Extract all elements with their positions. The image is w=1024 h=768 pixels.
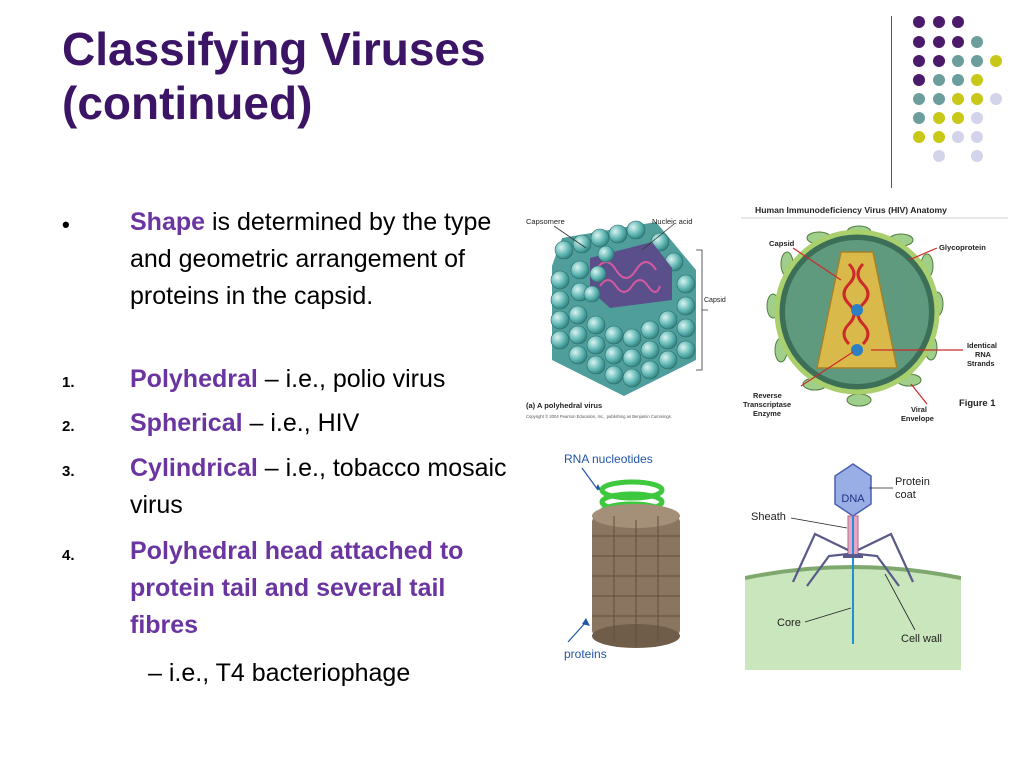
dot [913, 74, 925, 86]
dot [990, 93, 1002, 105]
dot [971, 150, 983, 162]
label-rna-nucleotides: RNA nucleotides [564, 452, 653, 466]
rna-strands [842, 262, 870, 346]
bacteriophage-figure: DNA Protein coat Sheath Core Cell wall [745, 463, 961, 670]
label-protein: Protein [895, 476, 930, 488]
dot [933, 74, 945, 86]
label-enzyme: Enzyme [753, 409, 781, 418]
dot [952, 74, 964, 86]
label-glycoprotein: Glycoprotein [939, 243, 986, 252]
protein-coat-head [834, 463, 872, 517]
list-item-spherical: Spherical – i.e., HIV [130, 405, 510, 442]
keyword-shape: Shape [130, 208, 206, 236]
dot [971, 36, 983, 48]
title-line-1: Classifying Viruses [62, 23, 486, 75]
label-rna: RNA [975, 350, 992, 359]
label-capsomere: Capsomere [526, 217, 565, 226]
dot [933, 55, 945, 67]
label-figure-1: Figure 1 [959, 397, 995, 408]
dot [913, 16, 925, 28]
bullet-shape: Shape is determined by the type and geom… [130, 204, 520, 315]
tail-fibres [792, 532, 914, 587]
list-marker-2: 2. [62, 418, 75, 435]
list-item-polyhedral-head: Polyhedral head attached to protein tail… [130, 533, 520, 644]
divider-line [891, 16, 892, 188]
label-core: Core [777, 617, 801, 629]
dot [971, 112, 983, 124]
list-marker-1: 1. [62, 374, 75, 391]
label-identical: Identical [967, 341, 997, 350]
keyword-polyhedral-head: Polyhedral head attached to protein tail… [130, 537, 464, 639]
dot [952, 55, 964, 67]
label-transcriptase: Transcriptase [743, 400, 791, 409]
dot [913, 131, 925, 143]
dot [933, 36, 945, 48]
polyhedral-virus-figure: Capsomere Nucleic acid Capsid (a) A poly… [526, 217, 726, 419]
hiv-figure-title: Human Immunodeficiency Virus (HIV) Anato… [755, 205, 947, 215]
list-item-cylindrical: Cylindrical – i.e., tobacco mosaic virus [130, 450, 510, 524]
dot [952, 93, 964, 105]
label-reverse: Reverse [753, 391, 782, 400]
list-marker-3: 3. [62, 463, 75, 480]
dot [952, 16, 964, 28]
dot [952, 131, 964, 143]
capsomeres [550, 220, 696, 388]
dot [971, 74, 983, 86]
keyword-polyhedral: Polyhedral [130, 365, 258, 393]
list-item-polyhedral: Polyhedral – i.e., polio virus [130, 361, 530, 398]
dot [971, 131, 983, 143]
dot [990, 55, 1002, 67]
dot [913, 55, 925, 67]
list-item-2-text: – i.e., HIV [242, 409, 360, 437]
slide-body: • Shape is determined by the type and ge… [62, 204, 530, 687]
title-line-2: (continued) [62, 77, 313, 129]
dot [933, 93, 945, 105]
label-nucleic-acid: Nucleic acid [652, 217, 692, 226]
list-marker-4: 4. [62, 547, 75, 564]
dot [971, 55, 983, 67]
dot [933, 150, 945, 162]
label-sheath: Sheath [751, 511, 786, 523]
bullet-marker: • [62, 212, 70, 237]
decorative-dot-grid [913, 16, 1002, 162]
tobacco-mosaic-virus-figure: RNA nucleotides proteins [564, 452, 680, 661]
keyword-cylindrical: Cylindrical [130, 454, 258, 482]
dot [933, 131, 945, 143]
enzyme-dot [851, 304, 863, 316]
list-item-3-text: – i.e., tobacco mosaic virus [130, 454, 507, 519]
label-strands: Strands [967, 359, 995, 368]
label-viral: Viral [911, 405, 927, 414]
dot [952, 112, 964, 124]
keyword-spherical: Spherical [130, 409, 243, 437]
dot [971, 93, 983, 105]
label-cell-wall: Cell wall [901, 633, 942, 645]
list-item-1-text: – i.e., polio virus [257, 365, 446, 393]
dot [913, 36, 925, 48]
sub-item-t4: – i.e., T4 bacteriophage [148, 659, 411, 687]
dot [933, 16, 945, 28]
label-capsid: Capsid [704, 297, 726, 304]
dot [952, 36, 964, 48]
enzyme-dot [851, 344, 863, 356]
label-proteins: proteins [564, 647, 607, 661]
label-coat: coat [895, 489, 916, 501]
dot [933, 112, 945, 124]
label-dna: DNA [841, 493, 865, 505]
figure-copyright: Copyright © 2004 Pearson Education, Inc.… [526, 414, 672, 419]
label-envelope: Envelope [901, 414, 934, 423]
protein-subunit-lines [592, 516, 680, 646]
figure-caption-polyhedral: (a) A polyhedral virus [526, 401, 602, 410]
bullet-shape-text: is determined by the type and geometric … [130, 208, 492, 310]
label-hiv-capsid: Capsid [769, 239, 795, 248]
slide-title: Classifying Viruses (continued) [62, 22, 486, 130]
hiv-anatomy-figure: Human Immunodeficiency Virus (HIV) Anato… [741, 205, 1008, 423]
dot [913, 112, 925, 124]
dot [913, 93, 925, 105]
